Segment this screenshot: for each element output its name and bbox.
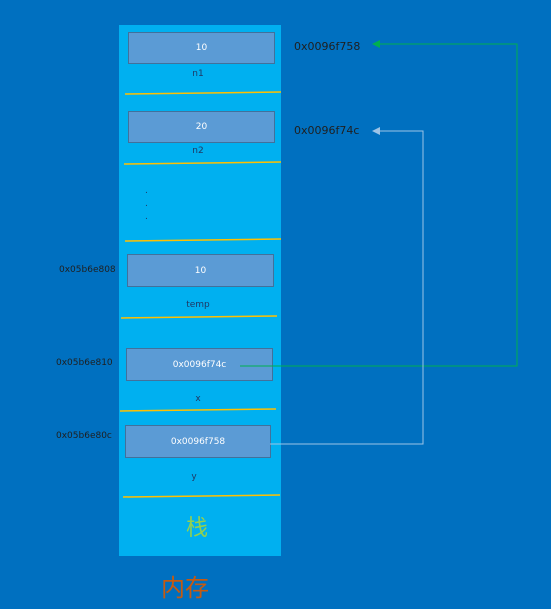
heap-address-top: 0x0096f758 — [294, 40, 361, 53]
label-n1: n1 — [192, 69, 204, 79]
address-temp: 0x05b6e808 — [59, 265, 116, 275]
divider-2 — [123, 161, 282, 165]
cell-n2: 20 — [128, 111, 275, 143]
ellipsis-dot-3: . — [145, 212, 148, 222]
heap-address-second: 0x0096f74c — [294, 124, 360, 137]
label-temp: temp — [186, 300, 210, 310]
divider-1 — [124, 91, 282, 95]
stack-label: 栈 — [186, 516, 209, 541]
divider-6 — [122, 494, 281, 498]
arrow-x-to-heap — [240, 40, 518, 367]
address-y: 0x05b6e80c — [56, 431, 112, 441]
cell-temp: 10 — [127, 254, 274, 287]
cell-n1: 10 — [128, 32, 275, 64]
address-x: 0x05b6e810 — [56, 358, 113, 368]
arrow-y-to-heap — [270, 127, 424, 445]
ellipsis-dot-1: . — [145, 186, 148, 196]
ellipsis-dot-2: . — [145, 199, 148, 209]
divider-4 — [120, 315, 278, 319]
memory-label: 内存 — [161, 574, 209, 602]
cell-x: 0x0096f74c — [126, 348, 273, 381]
label-x: x — [195, 394, 201, 404]
divider-3 — [124, 238, 282, 242]
cell-y: 0x0096f758 — [125, 425, 271, 458]
label-n2: n2 — [192, 146, 204, 156]
divider-5 — [119, 408, 277, 412]
label-y: y — [191, 472, 197, 482]
